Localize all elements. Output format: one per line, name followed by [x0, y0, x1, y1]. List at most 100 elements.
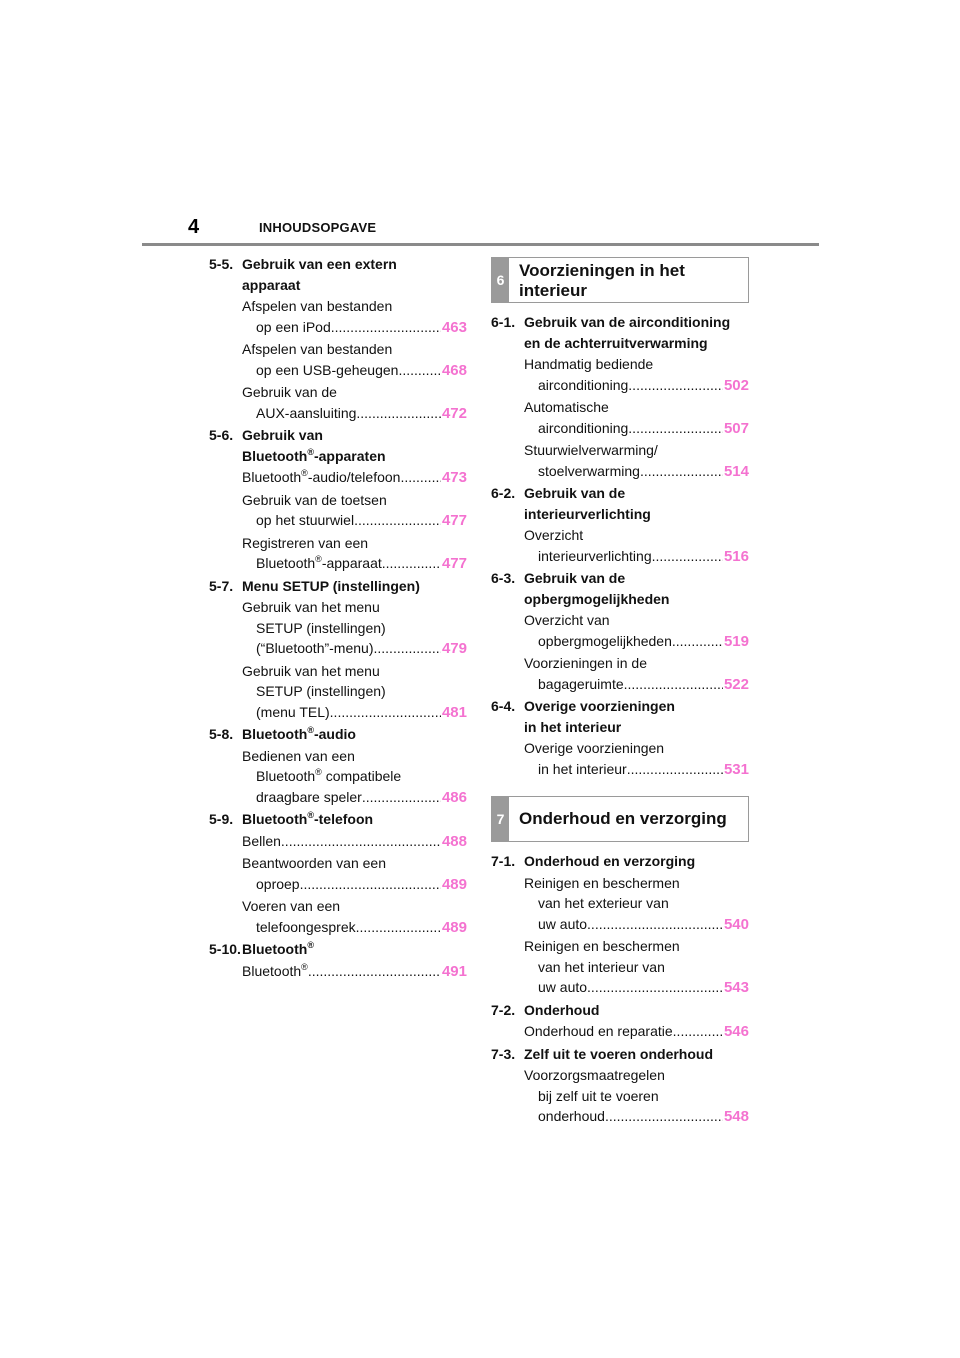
- entry-last-line: Bellen488: [242, 831, 467, 853]
- page-reference-link[interactable]: 546: [723, 1023, 749, 1040]
- entry-last-line: airconditioning 507: [524, 418, 749, 440]
- leader-dots: [672, 631, 723, 652]
- section-title-line: Menu SETUP (instellingen): [242, 577, 420, 594]
- toc-section-5-10[interactable]: 5-10.Bluetooth®: [209, 939, 467, 960]
- toc-section-5-8[interactable]: 5-8.Bluetooth®-audio: [209, 724, 467, 745]
- toc-entry[interactable]: Bellen488: [209, 831, 467, 853]
- page-reference-link[interactable]: 481: [441, 703, 467, 721]
- chapter-number-tab: 7: [492, 797, 509, 841]
- page-reference-link[interactable]: 540: [723, 915, 749, 933]
- page-reference-link[interactable]: 519: [723, 632, 749, 650]
- page-reference-link[interactable]: 472: [441, 404, 467, 422]
- page-reference-link[interactable]: 507: [723, 419, 749, 437]
- chapter-title: Onderhoud en verzorging: [509, 797, 735, 841]
- toc-entry[interactable]: Handmatig bediende airconditioning 502: [491, 354, 749, 396]
- toc-section-5-9[interactable]: 5-9.Bluetooth®-telefoon: [209, 809, 467, 830]
- toc-entry[interactable]: Onderhoud en reparatie 546: [491, 1021, 749, 1043]
- toc-entry[interactable]: Stuurwielverwarming/stoelverwarming 514: [491, 440, 749, 482]
- leader-dots: [628, 418, 723, 439]
- page-reference-link[interactable]: 514: [723, 462, 749, 480]
- section-number: 5-6.: [209, 427, 234, 443]
- entry-last-line: uw auto 540: [524, 914, 749, 936]
- entry-last-line: op het stuurwiel 477: [242, 510, 467, 532]
- entry-text: Bluetooth®-apparaat: [256, 554, 382, 572]
- section-number: 5-7.: [209, 577, 234, 594]
- page-reference-link[interactable]: 479: [441, 640, 467, 657]
- page-reference-link[interactable]: 486: [441, 788, 467, 806]
- entry-text-line: Reinigen en beschermen: [524, 938, 680, 954]
- entry-text: bagageruimte: [538, 675, 624, 692]
- entry-text-line: Handmatig bediende: [524, 356, 654, 372]
- page-reference-link[interactable]: 489: [441, 918, 467, 936]
- page-reference-link[interactable]: 502: [723, 376, 749, 394]
- entry-text: Onderhoud en reparatie: [524, 1023, 673, 1039]
- page-reference-link[interactable]: 463: [441, 318, 467, 336]
- leader-dots: [624, 674, 723, 695]
- section-title-line: Bluetooth®-apparaten: [242, 446, 386, 464]
- entry-last-line: Onderhoud en reparatie 546: [524, 1021, 749, 1043]
- toc-section-7-3[interactable]: 7-3.Zelf uit te voeren onderhoud: [491, 1044, 749, 1065]
- toc-entry[interactable]: Voeren van een telefoongesprek 489: [209, 896, 467, 938]
- toc-entry[interactable]: Voorzieningen in debagageruimte522: [491, 653, 749, 695]
- entry-text: op het stuurwiel: [256, 512, 355, 528]
- entry-last-line: onderhoud 548: [524, 1106, 749, 1128]
- page-reference-link[interactable]: 488: [441, 832, 467, 850]
- entry-last-line: interieurverlichting 516: [524, 546, 749, 568]
- entry-last-line: telefoongesprek 489: [242, 917, 467, 939]
- page-reference-link[interactable]: 477: [441, 512, 467, 529]
- toc-section-7-2[interactable]: 7-2.Onderhoud: [491, 1000, 749, 1021]
- toc-section-7-1[interactable]: 7-1.Onderhoud en verzorging: [491, 851, 749, 872]
- page-reference-link[interactable]: 522: [723, 675, 749, 693]
- leader-dots: [628, 375, 723, 396]
- leader-dots: [356, 917, 441, 938]
- page-reference-link[interactable]: 543: [723, 979, 749, 996]
- page-reference-link[interactable]: 477: [441, 555, 467, 572]
- entry-text-line: Bedienen van een: [242, 747, 355, 764]
- entry-text-line: Automatische: [524, 399, 609, 415]
- entry-text: Bluetooth®-audio/telefoon: [242, 468, 401, 486]
- page-reference-link[interactable]: 489: [441, 875, 467, 893]
- page-reference-link[interactable]: 531: [723, 760, 749, 778]
- leader-dots: [673, 1021, 723, 1042]
- toc-entry[interactable]: Bluetooth®-audio/telefoon 473: [209, 467, 467, 489]
- page-reference-link[interactable]: 473: [441, 469, 467, 486]
- section-title-line: Bluetooth®-audio: [242, 725, 356, 743]
- toc-entry[interactable]: Automatische airconditioning 507: [491, 397, 749, 439]
- page-reference-link[interactable]: 491: [441, 962, 467, 980]
- page-reference-link[interactable]: 516: [723, 547, 749, 565]
- page-reference-link[interactable]: 468: [441, 361, 467, 379]
- entry-last-line: stoelverwarming 514: [524, 461, 749, 483]
- entry-last-line: airconditioning 502: [524, 375, 749, 397]
- toc-section-5-7[interactable]: 5-7. Menu SETUP (instellingen): [209, 576, 467, 597]
- entry-last-line: op een USB-geheugen 468: [242, 360, 467, 382]
- page-reference-link[interactable]: 548: [723, 1108, 749, 1125]
- entry-text-line: Voeren van een: [242, 898, 341, 914]
- entry-text: Bluetooth®: [242, 961, 308, 979]
- entry-last-line: op een iPod 463: [242, 317, 467, 339]
- toc-entry[interactable]: Bluetooth® 491: [209, 961, 467, 983]
- leader-dots: [330, 702, 441, 723]
